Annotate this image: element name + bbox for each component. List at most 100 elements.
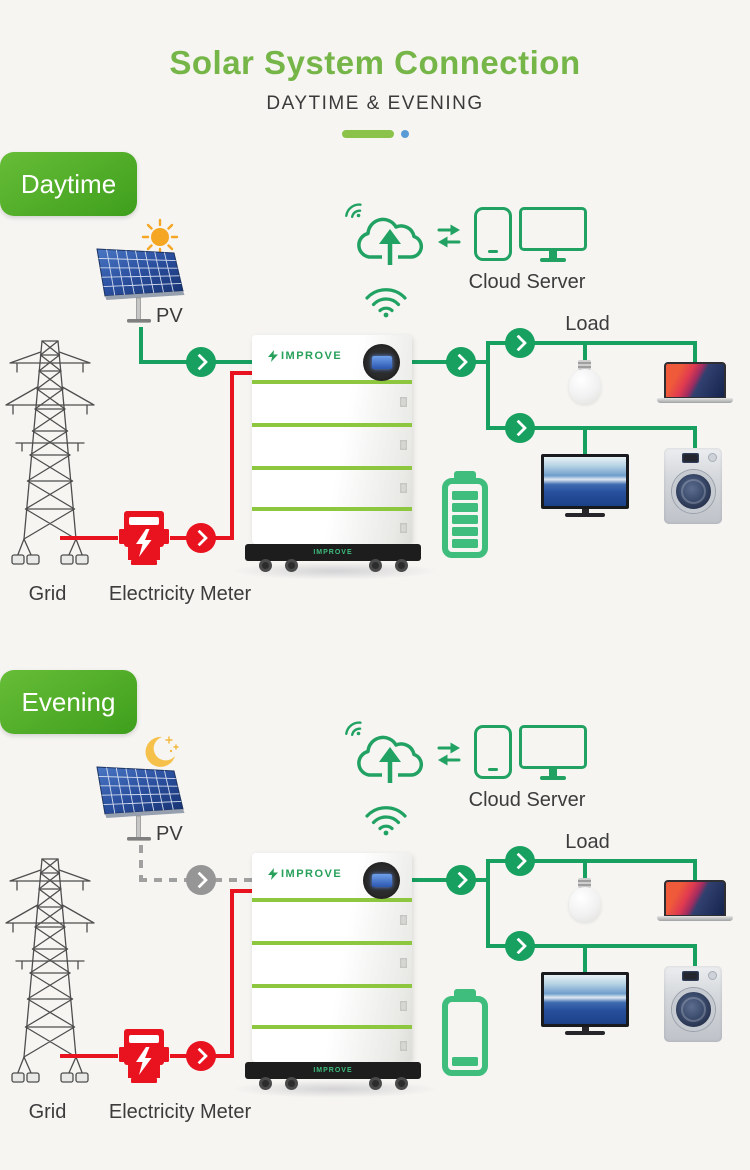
unit-connector [400, 1041, 407, 1051]
washer-display [682, 453, 699, 463]
tv-icon [541, 454, 629, 518]
grid-ac-line-1 [60, 536, 118, 540]
unit-base-brand: IMPROVE [313, 1067, 353, 1074]
grid-ac-line-1 [60, 1054, 118, 1058]
unit-stripe [252, 1025, 412, 1029]
load-branch-connector [486, 341, 490, 430]
upper-branch-arrow-icon [505, 328, 535, 358]
monitor-base [540, 258, 566, 262]
laptop-drop-line [693, 343, 697, 365]
divider-bar [341, 130, 394, 138]
battery-storage-unit: IMPROVE IMPROVE [231, 851, 439, 1101]
grid-ac-line-3 [230, 889, 252, 893]
tv-stand [582, 509, 589, 514]
unit-wheel [259, 1077, 272, 1090]
bolt-icon [268, 868, 278, 880]
load-label: Load [565, 831, 610, 853]
pv-flow-arrow-inactive-icon [186, 865, 216, 895]
daytime-tag-label: Daytime [20, 168, 117, 199]
battery-bar [452, 491, 478, 500]
battery-cap [454, 471, 476, 480]
unit-stripe [252, 380, 412, 384]
unit-shadow [231, 562, 439, 580]
cloud-server-label: Cloud Server [468, 271, 586, 293]
unit-connector [400, 440, 407, 450]
unit-wheel [369, 559, 382, 572]
electricity-meter-label: Electricity Meter [108, 1101, 252, 1123]
washer-drop-line [693, 946, 697, 968]
grid-label: Grid [28, 583, 67, 605]
unit-connector [400, 483, 407, 493]
sun-icon [141, 218, 179, 256]
unit-stripe [252, 984, 412, 988]
upper-branch-arrow-icon [505, 846, 535, 876]
load-flow-arrow-icon [446, 347, 476, 377]
laptop-screen [664, 880, 726, 917]
battery-bar [452, 527, 478, 536]
washer-display [682, 971, 699, 981]
transmission-tower-icon [5, 858, 95, 1083]
battery-bar [452, 515, 478, 524]
bolt-icon [268, 350, 278, 362]
load-branch-upper [486, 341, 697, 345]
unit-lcd-screen [371, 874, 392, 887]
unit-connector [400, 397, 407, 407]
wifi-icon [365, 806, 407, 836]
brand-logo: IMPROVE [268, 868, 342, 880]
unit-display [363, 344, 400, 381]
laptop-base [657, 398, 733, 403]
daytime-section: Daytime PV [0, 145, 750, 663]
load-label: Load [565, 313, 610, 335]
solar-panel-icon [96, 766, 185, 841]
unit-wheel [259, 559, 272, 572]
bulb-drop-line [583, 861, 587, 880]
monitor-stand [549, 251, 557, 259]
battery-level-indicator-full [437, 471, 493, 563]
unit-wheel [285, 1077, 298, 1090]
wifi-signal-icon [345, 203, 362, 219]
monitor-screen [519, 725, 587, 769]
unit-connector [400, 915, 407, 925]
unit-base: IMPROVE [245, 1062, 421, 1079]
load-branch-connector [486, 859, 490, 948]
header: Solar System Connection DAYTIME & EVENIN… [0, 44, 750, 138]
pv-flow-arrow-icon [186, 347, 216, 377]
wifi-icon [365, 288, 407, 318]
laptop-icon [657, 362, 733, 404]
load-branch-lower [486, 944, 697, 948]
tv-stand [582, 1027, 589, 1032]
pv-dc-line-vertical [139, 327, 143, 363]
laptop-icon [657, 880, 733, 922]
cloud-upload-icon [357, 217, 424, 265]
tv-base [565, 1031, 605, 1035]
sync-arrows-icon [437, 742, 461, 766]
tv-screen [544, 457, 626, 506]
pv-label: PV [156, 823, 183, 845]
brand-name: IMPROVE [281, 350, 343, 362]
battery-bar [452, 1057, 478, 1066]
unit-connector [400, 523, 407, 533]
washing-machine-icon [664, 966, 722, 1042]
tv-icon [541, 972, 629, 1036]
unit-wheel [395, 1077, 408, 1090]
washer-door [672, 470, 715, 513]
daytime-tag: Daytime [0, 152, 137, 216]
unit-base-brand: IMPROVE [313, 549, 353, 556]
grid-label: Grid [28, 1101, 67, 1123]
grid-flow-arrow-icon [186, 1041, 216, 1071]
pv-dc-line-vertical-inactive [139, 845, 143, 881]
unit-base: IMPROVE [245, 544, 421, 561]
battery-outline [442, 996, 488, 1076]
light-bulb-cap [578, 878, 591, 888]
monitor-screen [519, 207, 587, 251]
tv-drop-line [583, 428, 587, 456]
electricity-meter-icon [119, 1029, 169, 1083]
monitor-stand [549, 769, 557, 777]
evening-tag-label: Evening [21, 686, 116, 717]
unit-stripe [252, 941, 412, 945]
pv-label: PV [156, 305, 183, 327]
washer-drop-line [693, 428, 697, 450]
unit-body: IMPROVE [252, 853, 412, 1062]
washer-knob [708, 453, 717, 462]
header-divider [0, 130, 750, 138]
